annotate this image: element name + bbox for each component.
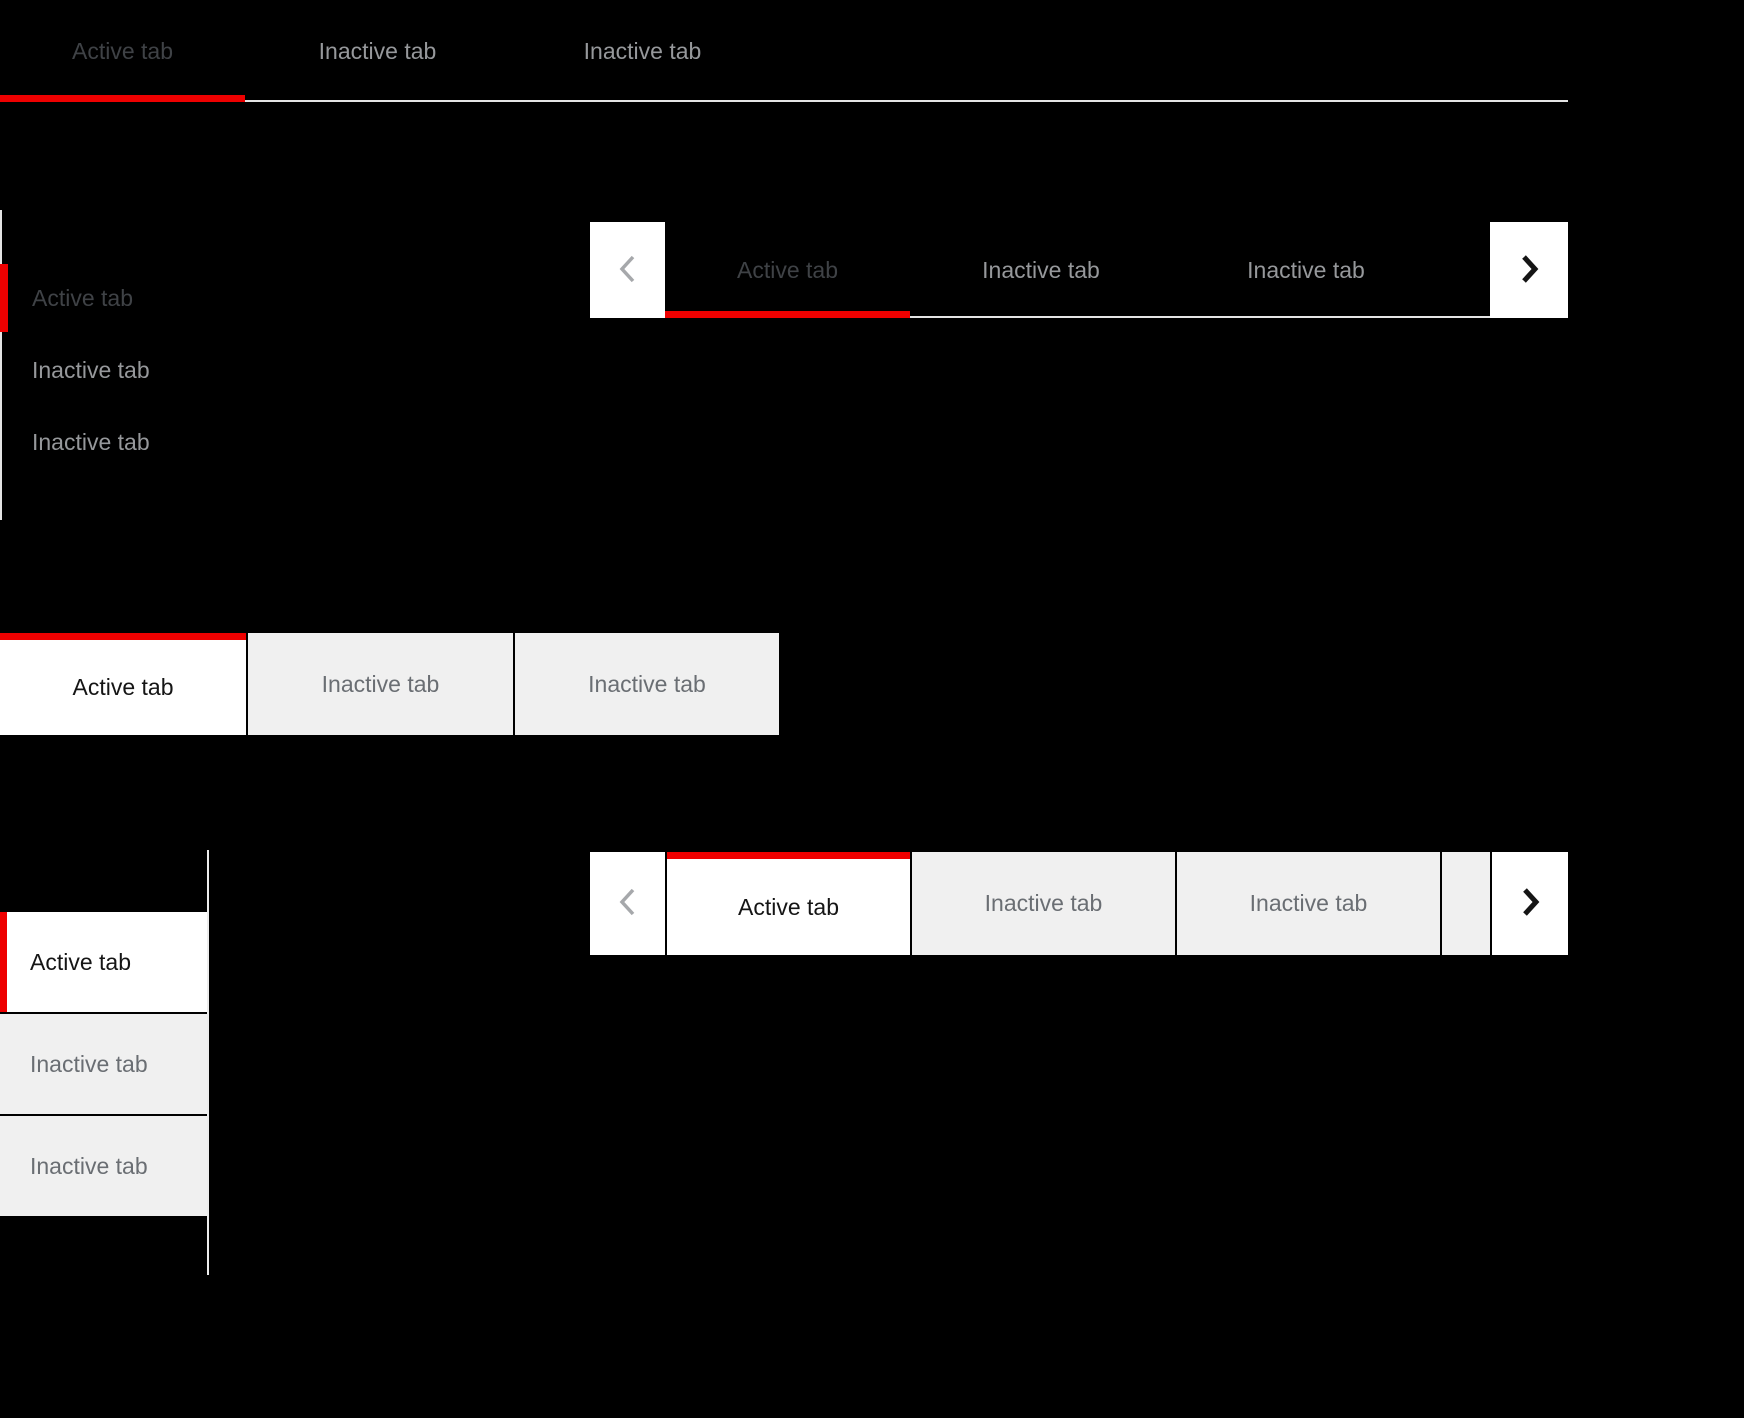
- tab-active[interactable]: Active tab: [0, 633, 246, 735]
- tab-inactive-2[interactable]: Inactive tab: [515, 633, 779, 735]
- tab-label: Active tab: [32, 284, 133, 311]
- tabs-underline: [0, 100, 1568, 102]
- tab-label: Inactive tab: [588, 670, 706, 697]
- angle-right-icon: [1519, 885, 1541, 922]
- tab-active[interactable]: Active tab: [0, 262, 520, 334]
- tabs-line-vertical: Active tab Inactive tab Inactive tab: [0, 210, 520, 520]
- tab-active[interactable]: Active tab: [0, 0, 245, 102]
- tab-label: Inactive tab: [984, 890, 1103, 916]
- tab-label: Inactive tab: [1249, 890, 1368, 916]
- tab-label: Active tab: [72, 674, 174, 700]
- tab-inactive-2[interactable]: Inactive tab: [2, 406, 520, 478]
- tab-inactive-1[interactable]: Inactive tab: [910, 222, 1172, 318]
- tab-label: Inactive tab: [32, 356, 150, 383]
- tab-label: Inactive tab: [583, 37, 702, 64]
- angle-left-icon: [617, 885, 639, 922]
- tab-inactive-1[interactable]: Inactive tab: [0, 1014, 207, 1114]
- scroll-right-button[interactable]: [1490, 222, 1568, 318]
- tab-label: Active tab: [72, 37, 173, 64]
- tab-inactive-2[interactable]: Inactive tab: [1172, 222, 1440, 318]
- tab-label: Inactive tab: [318, 37, 437, 64]
- tabs-scroll-region: Active tab Inactive tab Inactive tab: [665, 222, 1490, 318]
- tab-inactive-1[interactable]: Inactive tab: [248, 633, 513, 735]
- active-tab-indicator: [0, 264, 8, 332]
- tab-label: Inactive tab: [321, 670, 440, 697]
- scroll-left-button[interactable]: [590, 222, 665, 318]
- tabs-box-overflow: Active tab Inactive tab Inactive tab: [590, 852, 1568, 955]
- tab-label: Active tab: [30, 948, 131, 975]
- tab-active[interactable]: Active tab: [0, 912, 207, 1012]
- tab-label: Inactive tab: [32, 428, 150, 455]
- tab-inactive-2[interactable]: Inactive tab: [1177, 852, 1440, 955]
- tab-label: Active tab: [737, 256, 838, 283]
- angle-right-icon: [1518, 252, 1540, 289]
- tabs-box-vertical: Active tab Inactive tab Inactive tab: [0, 850, 209, 1275]
- tab-inactive-1[interactable]: Inactive tab: [245, 0, 510, 102]
- tab-overflow-partial[interactable]: [1442, 852, 1490, 955]
- tabs-overflow-spacer: [1440, 222, 1490, 318]
- active-tab-indicator: [0, 95, 245, 102]
- tab-label: Inactive tab: [982, 256, 1100, 283]
- tabs-box-horizontal: Active tab Inactive tab Inactive tab: [0, 633, 779, 735]
- tab-inactive-1[interactable]: Inactive tab: [2, 334, 520, 406]
- tab-label: Active tab: [738, 893, 839, 920]
- tab-inactive-2[interactable]: Inactive tab: [510, 0, 775, 102]
- tab-inactive-1[interactable]: Inactive tab: [912, 852, 1175, 955]
- tabs-line-horizontal: Active tab Inactive tab Inactive tab: [0, 0, 1568, 102]
- scroll-right-button[interactable]: [1492, 852, 1568, 955]
- tab-active[interactable]: Active tab: [665, 222, 910, 318]
- tab-inactive-2[interactable]: Inactive tab: [0, 1116, 207, 1216]
- tabs-underline: [665, 316, 1490, 318]
- tabs-line-overflow: Active tab Inactive tab Inactive tab: [590, 222, 1568, 318]
- scroll-left-button[interactable]: [590, 852, 665, 955]
- tab-label: Inactive tab: [1247, 256, 1365, 283]
- tab-label: Inactive tab: [30, 1152, 148, 1179]
- active-tab-indicator: [665, 311, 910, 318]
- tab-label: Inactive tab: [30, 1050, 148, 1077]
- tab-active[interactable]: Active tab: [667, 852, 910, 955]
- angle-left-icon: [617, 252, 639, 289]
